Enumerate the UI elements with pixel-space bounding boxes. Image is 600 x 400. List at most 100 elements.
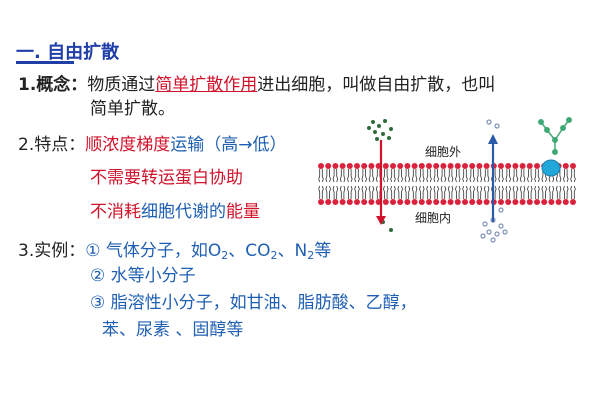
phospholipid-head bbox=[483, 199, 490, 205]
phospholipid-tail bbox=[462, 185, 468, 199]
phospholipid-head bbox=[418, 199, 425, 205]
feature-3-part3: 能量 bbox=[226, 202, 260, 222]
phospholipid-head bbox=[498, 199, 504, 205]
phospholipid-tail bbox=[476, 169, 483, 183]
inside-molecules-left bbox=[381, 220, 393, 232]
phospholipid-tail bbox=[527, 169, 533, 183]
membrane-diagram: 细胞外 细胞内 bbox=[318, 117, 576, 243]
phospholipid-tail bbox=[519, 185, 526, 199]
phospholipid-tail bbox=[354, 169, 360, 183]
phospholipid-tail bbox=[498, 169, 504, 183]
example-1: ① 气体分子，如O2、CO2、N2等 bbox=[85, 241, 332, 262]
phospholipid-head bbox=[526, 163, 533, 169]
arrow-down-icon bbox=[376, 140, 386, 225]
example-1-text-a: ① 气体分子，如O bbox=[85, 241, 222, 261]
phospholipid-tail bbox=[390, 169, 396, 183]
phospholipid-tail bbox=[325, 185, 331, 199]
feature-2: 不需要转运蛋白协助 bbox=[90, 168, 243, 188]
example-1-text-c: 、N bbox=[277, 241, 308, 261]
phospholipid-head bbox=[382, 163, 389, 169]
phospholipid-tail bbox=[361, 185, 367, 199]
concept-suffix: 进出细胞，叫做自由扩散，也叫 bbox=[257, 75, 496, 95]
phospholipid-tail bbox=[325, 169, 331, 183]
phospholipid-head bbox=[462, 199, 468, 205]
phospholipid-head bbox=[382, 199, 389, 205]
example-1-text-d: 等 bbox=[314, 241, 332, 261]
feature-line-1: 2.特点：顺浓度梯度运输（高→低） bbox=[18, 133, 286, 157]
phospholipid-head bbox=[505, 199, 512, 205]
phospholipid-tail bbox=[368, 185, 375, 199]
phospholipid-tail bbox=[512, 185, 519, 199]
concept-line-1: 1.概念：物质通过简单扩散作用进出细胞，叫做自由扩散，也叫 bbox=[18, 73, 495, 97]
phospholipid-head bbox=[469, 163, 476, 169]
inside-label: 细胞内 bbox=[415, 211, 451, 225]
phospholipid-head bbox=[318, 163, 324, 169]
phospholipid-tail bbox=[483, 169, 490, 183]
phospholipid-tail bbox=[512, 169, 519, 183]
phospholipid-tail bbox=[462, 169, 468, 183]
phospholipid-head bbox=[447, 163, 454, 169]
phospholipid-head bbox=[361, 199, 368, 205]
phospholipid-tail bbox=[570, 169, 576, 183]
phospholipid-head bbox=[354, 199, 360, 205]
phospholipid-head bbox=[498, 163, 504, 169]
phospholipid-head bbox=[512, 163, 519, 169]
phospholipid-tail bbox=[469, 185, 475, 199]
phospholipid-tail bbox=[548, 185, 555, 199]
phospholipid-tail bbox=[534, 169, 540, 183]
phospholipid-head bbox=[411, 199, 418, 205]
phospholipid-head bbox=[562, 163, 569, 169]
outside-molecules-right bbox=[486, 119, 500, 129]
phospholipid-tail bbox=[332, 169, 339, 183]
phospholipid-head bbox=[397, 163, 404, 169]
phospholipid-head bbox=[555, 199, 562, 205]
features-label: 2.特点： bbox=[18, 135, 86, 155]
phospholipid-tail bbox=[419, 185, 425, 199]
phospholipid-head bbox=[541, 199, 548, 205]
phospholipid-head bbox=[404, 199, 411, 205]
phospholipid-head bbox=[570, 163, 576, 169]
feature-3-part2: 细胞代谢的 bbox=[141, 202, 226, 222]
phospholipid-tail bbox=[426, 169, 432, 183]
concept-line-2: 简单扩散。 bbox=[90, 99, 175, 119]
phospholipid-tail bbox=[563, 185, 569, 199]
phospholipid-tail bbox=[419, 169, 425, 183]
phospholipid-head bbox=[483, 163, 490, 169]
phospholipid-head bbox=[433, 163, 440, 169]
phospholipid-tail bbox=[447, 169, 454, 183]
examples-label: 3.实例： bbox=[18, 241, 86, 261]
feature-1-part2: 运输（高→低） bbox=[170, 135, 287, 155]
phospholipid-head bbox=[454, 199, 461, 205]
phospholipid-head bbox=[339, 199, 346, 205]
phospholipid-tail bbox=[483, 185, 490, 199]
phospholipid-tail bbox=[339, 185, 346, 199]
phospholipid-tail bbox=[347, 169, 353, 183]
phospholipid-head bbox=[318, 199, 324, 205]
phospholipid-head bbox=[354, 163, 360, 169]
phospholipid-head bbox=[411, 163, 418, 169]
phospholipid-tail bbox=[397, 169, 403, 183]
phospholipid-head bbox=[339, 163, 346, 169]
arrow-up-icon bbox=[488, 134, 498, 222]
phospholipid-tail bbox=[404, 185, 411, 199]
phospholipid-tail bbox=[433, 185, 439, 199]
phospholipid-tail bbox=[570, 185, 576, 199]
phospholipid-head bbox=[433, 199, 440, 205]
title-underline bbox=[16, 61, 74, 64]
phospholipid-tail bbox=[332, 185, 339, 199]
phospholipid-head bbox=[534, 199, 540, 205]
phospholipid-head bbox=[426, 163, 432, 169]
phospholipid-head bbox=[519, 199, 526, 205]
phospholipid-tail bbox=[368, 169, 375, 183]
phospholipid-tail bbox=[347, 185, 353, 199]
phospholipid-tail bbox=[390, 185, 396, 199]
phospholipid-head bbox=[397, 199, 404, 205]
membrane-protein bbox=[541, 159, 561, 177]
phospholipid-head bbox=[325, 163, 332, 169]
phospholipid-head bbox=[332, 199, 339, 205]
phospholipid-head bbox=[346, 199, 353, 205]
feature-1-part1: 顺浓度梯度 bbox=[85, 135, 171, 155]
phospholipid-tail bbox=[440, 169, 447, 183]
phospholipid-tail bbox=[563, 169, 569, 183]
phospholipid-tail bbox=[411, 169, 418, 183]
